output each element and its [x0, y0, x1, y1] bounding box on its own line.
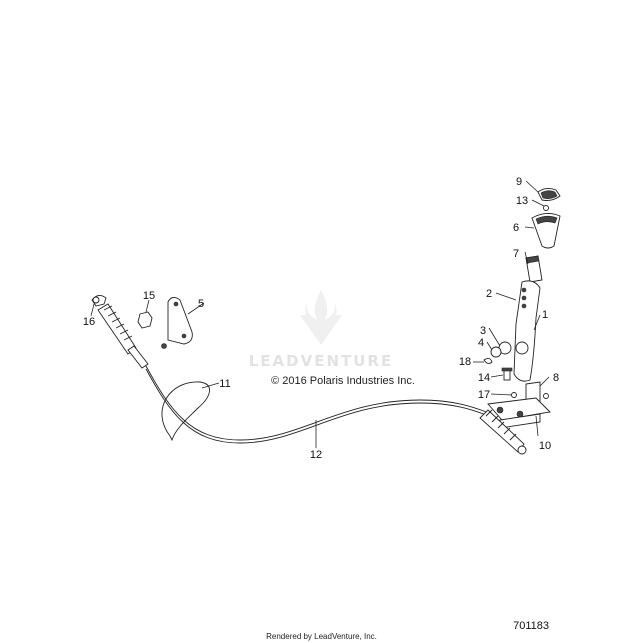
callout-6: 6 — [513, 222, 519, 234]
callout-2: 2 — [486, 288, 492, 300]
cable-boot-left — [97, 303, 167, 369]
callout-15: 15 — [143, 290, 155, 302]
callout-9: 9 — [516, 176, 522, 188]
callout-3: 3 — [480, 325, 486, 337]
watermark-text: LEADVENTURE — [249, 352, 393, 370]
bracket-bolt — [511, 392, 517, 398]
watermark-logo — [300, 290, 342, 345]
callout-4: 4 — [478, 337, 484, 349]
washer — [490, 346, 502, 358]
callout-14: 14 — [478, 372, 490, 384]
cable-end-fitting — [91, 295, 107, 307]
cable-boot-right — [479, 409, 527, 455]
callout-16: 16 — [83, 316, 95, 328]
callout-5: 5 — [198, 298, 204, 310]
shifter-bracket — [487, 397, 551, 429]
shift-sleeve — [525, 255, 543, 283]
callout-17: 17 — [478, 389, 490, 401]
callout-7: 7 — [513, 248, 519, 260]
mount-bracket — [167, 297, 193, 345]
shift-knob — [531, 213, 561, 249]
callout-11: 11 — [219, 378, 230, 390]
leader-lines — [90, 180, 550, 448]
callout-1: 1 — [542, 309, 548, 321]
copyright-text: © 2016 Polaris Industries Inc. — [271, 375, 415, 387]
callout-18: 18 — [459, 356, 471, 368]
callout-8: 8 — [553, 372, 559, 384]
clip — [483, 357, 493, 365]
bracket-nut — [137, 311, 153, 329]
diagram-number: 701183 — [513, 620, 549, 632]
callout-12: 12 — [310, 449, 322, 461]
shift-knob-cap — [537, 187, 561, 201]
knob-screw — [543, 205, 549, 211]
cable-tie — [161, 381, 210, 442]
spacer-bolt — [501, 367, 513, 381]
spacer-bolt-right — [543, 393, 549, 399]
rendered-by-credit: Rendered by LeadVenture, Inc. — [266, 632, 377, 641]
callout-10: 10 — [539, 440, 551, 452]
shift-cable — [145, 365, 493, 441]
shift-lever — [513, 280, 541, 382]
callout-13: 13 — [516, 195, 528, 207]
